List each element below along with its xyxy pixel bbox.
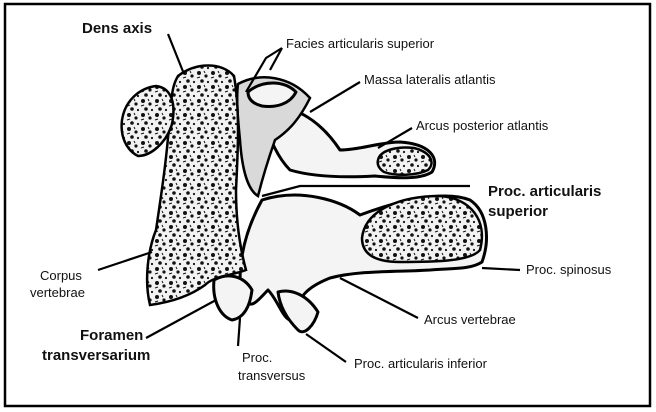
arcus-anterior-atlantis-shape xyxy=(122,86,174,156)
label-proc-articularis-superior-line2: superior xyxy=(488,203,548,220)
label-proc-transversus-line2: transversus xyxy=(238,368,306,383)
label-corpus-vertebrae-line2: vertebrae xyxy=(30,285,85,300)
label-foramen-transversarium-line1: Foramen xyxy=(80,327,143,344)
label-proc-articularis-inferior: Proc. articularis inferior xyxy=(354,356,488,371)
vertebra-illustration xyxy=(122,66,487,332)
label-arcus-vertebrae: Arcus vertebrae xyxy=(424,312,516,327)
proc-transversus-shape xyxy=(214,276,252,320)
label-dens-axis: Dens axis xyxy=(82,20,152,37)
arcus-posterior-cut xyxy=(378,148,432,175)
label-massa-lateralis-atlantis: Massa lateralis atlantis xyxy=(364,72,496,87)
proc-articularis-inferior-shape xyxy=(278,291,318,332)
proc-spinosus-shape xyxy=(362,196,482,262)
label-facies-articularis-superior: Facies articularis superior xyxy=(286,36,435,51)
label-proc-spinosus: Proc. spinosus xyxy=(526,262,612,277)
label-proc-transversus-line1: Proc. xyxy=(242,350,272,365)
label-proc-articularis-superior-line1: Proc. articularis xyxy=(488,183,601,200)
label-arcus-posterior-atlantis: Arcus posterior atlantis xyxy=(416,118,549,133)
label-foramen-transversarium-line2: transversarium xyxy=(42,347,150,364)
label-corpus-vertebrae-line1: Corpus xyxy=(40,268,82,283)
